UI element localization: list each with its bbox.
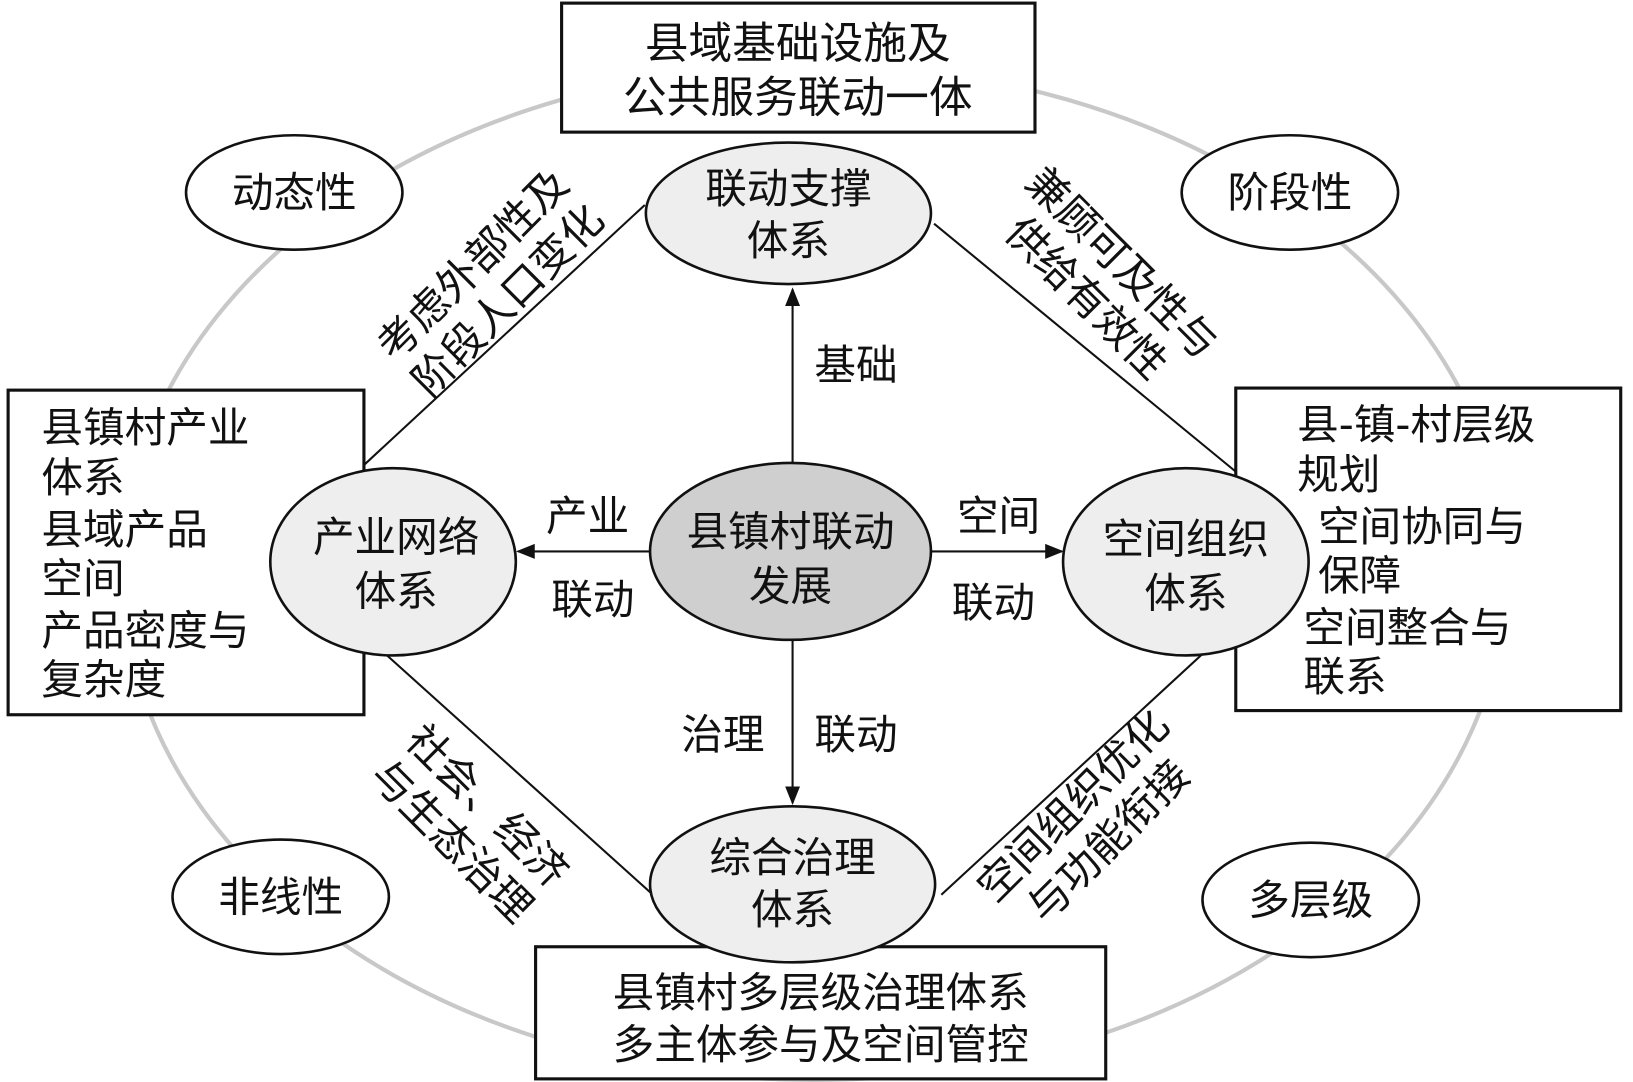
edge-bottom-left: [363, 633, 656, 898]
box-left-line: 空间: [41, 554, 124, 603]
arrow-label-left: 产业: [546, 492, 629, 541]
node-label: 产业网络: [313, 512, 479, 561]
edge-top-left: [363, 204, 646, 466]
box-top: 县域基础设施及 公共服务联动一体: [560, 1, 1037, 134]
property-label: 非线性: [218, 872, 343, 921]
property-label: 阶段性: [1227, 168, 1352, 217]
node-center: 县镇村联动 发展: [648, 461, 933, 642]
arrow-label-down: 治理: [681, 710, 764, 759]
edge-label-top-left: 考虑外部性及 阶段人口变化: [367, 159, 613, 405]
edge-bottom-right: [940, 623, 1236, 896]
arrow-label-down: 联动: [814, 710, 897, 759]
edge-label-bottom-right: 空间组织优化 与功能衔接: [967, 700, 1199, 932]
box-right-line: 空间整合与: [1303, 603, 1511, 652]
arrow-label-left: 联动: [551, 575, 634, 624]
property-nonlinear: 非线性: [171, 838, 391, 956]
node-right: 空间组织 体系: [1061, 466, 1310, 657]
node-left: 产业网络 体系: [268, 466, 518, 657]
box-right-line: 县-镇-村层级: [1297, 400, 1535, 449]
center-label: 县镇村联动: [686, 507, 894, 556]
edge-top-right: [933, 222, 1239, 475]
node-label: 体系: [1144, 569, 1227, 618]
box-right-line: 联系: [1303, 652, 1386, 701]
property-multilevel: 多层级: [1201, 841, 1421, 959]
box-left-line: 县域产品: [41, 505, 207, 554]
property-label: 多层级: [1248, 875, 1373, 924]
node-label: 联动支撑: [705, 164, 871, 213]
center-label: 发展: [749, 561, 832, 610]
node-label: 体系: [747, 216, 830, 265]
node-label: 体系: [751, 885, 834, 934]
arrow-label-right: 联动: [952, 578, 1035, 627]
edge-label-bottom-left: 社会、经济 与生态治理: [361, 715, 578, 932]
arrow-label-right: 空间: [957, 492, 1040, 541]
box-bottom-line: 多主体参与及空间管控: [613, 1020, 1029, 1069]
node-label: 综合治理: [709, 833, 875, 882]
box-right-line: 保障: [1318, 551, 1401, 600]
node-label: 体系: [355, 567, 438, 616]
box-right-line: 规划: [1297, 450, 1380, 499]
property-dynamic: 动态性: [184, 133, 404, 251]
arrow-label-up: 基础: [814, 341, 897, 390]
box-left-line: 产品密度与: [41, 606, 249, 655]
node-bottom: 综合治理 体系: [648, 804, 937, 964]
box-top-line: 县域基础设施及: [645, 18, 951, 69]
box-top-line: 公共服务联动一体: [623, 72, 973, 123]
box-left-line: 体系: [41, 453, 124, 502]
box-right-line: 空间协同与: [1318, 502, 1526, 551]
box-bottom-line: 县镇村多层级治理体系: [613, 968, 1029, 1017]
property-stage: 阶段性: [1180, 133, 1400, 251]
property-label: 动态性: [232, 168, 357, 217]
box-left-line: 复杂度: [41, 655, 166, 704]
node-top: 联动支撑 体系: [644, 141, 933, 286]
node-label: 空间组织: [1103, 514, 1269, 563]
box-bottom: 县镇村多层级治理体系 多主体参与及空间管控: [534, 945, 1108, 1081]
box-left-line: 县镇村产业: [41, 403, 249, 452]
